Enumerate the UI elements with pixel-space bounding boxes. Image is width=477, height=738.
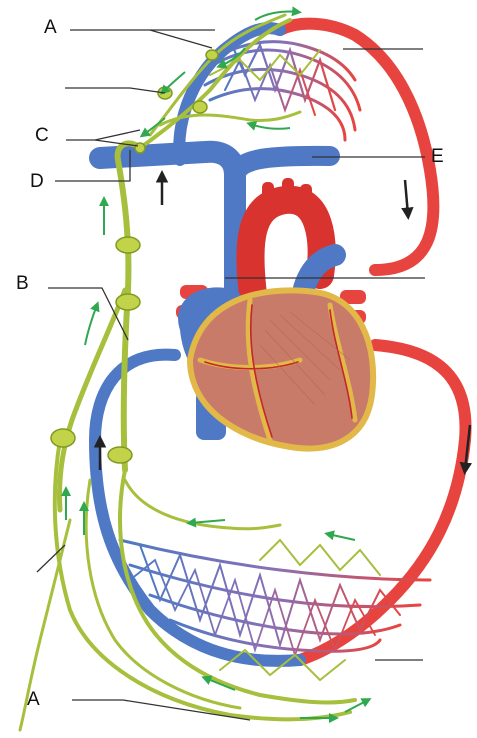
green-arrow-icon [190,520,225,523]
leader-line-c [66,130,140,140]
aortic-branch-3 [300,184,312,208]
lymph-node [135,143,145,153]
lymph-node [51,429,75,447]
upper-capillary-bed [205,40,360,140]
green-arrow-icon [328,534,355,540]
lower-capillary-bed [120,540,430,655]
lymph-node [108,447,132,463]
green-arrow-icon [163,72,185,92]
heart-and-great-vessels [100,152,373,449]
brachiocephalic-vein-right [235,156,330,175]
lymph-node [116,237,140,253]
label-a-top: A [44,18,57,37]
label-c: C [35,126,49,145]
leader-line-a-bottom [72,700,250,720]
upper-artery-flow-arrow [405,180,408,215]
lymph-node [206,50,218,60]
green-arrow-icon [85,305,97,345]
label-b: B [16,274,29,293]
lymph-nodes [51,50,218,463]
label-e: E [431,147,444,166]
leader-line-unlabeled-1 [65,88,165,93]
label-a-bottom: A [27,690,40,709]
green-arrow-icon [250,124,290,129]
label-d: D [30,172,44,191]
leader-line-a-top [70,30,212,48]
aortic-branch-2 [282,178,294,206]
lymph-node [116,294,140,310]
lymph-node [193,101,207,113]
aortic-branch-1 [262,182,274,208]
